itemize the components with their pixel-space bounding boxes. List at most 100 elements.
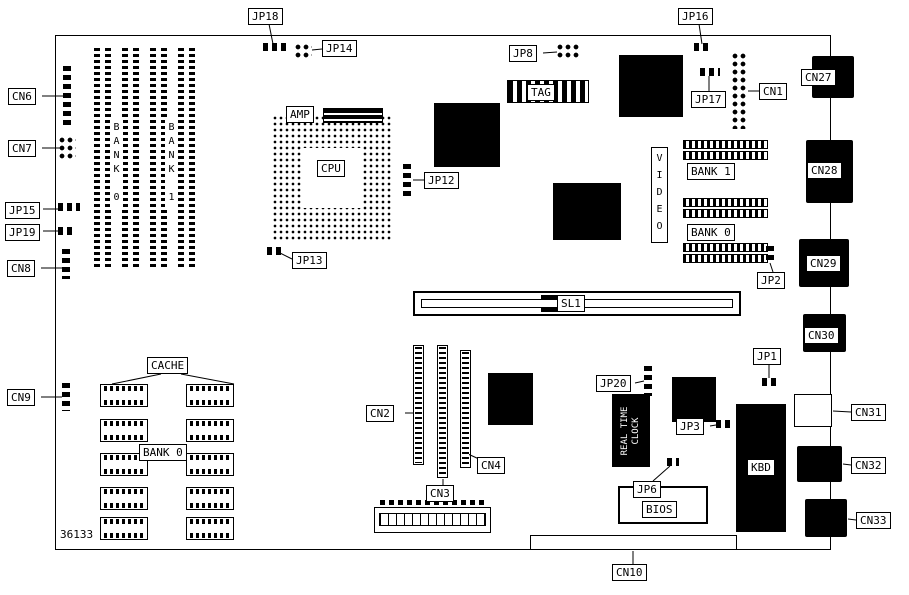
cache-bank0-label: BANK 0 (139, 444, 187, 461)
cpu-marking-bar (323, 108, 383, 123)
callout-cn1: CN1 (759, 83, 787, 100)
jp1-jumper (762, 378, 778, 386)
callout-jp2: JP2 (757, 272, 785, 289)
cpu-socket-center (303, 148, 361, 208)
simm-bank0-label: BANK 0 (110, 120, 123, 208)
callout-cn2: CN2 (366, 405, 394, 422)
cache-chip (100, 487, 148, 510)
callout-cn33: CN33 (856, 512, 891, 529)
callout-jp6: JP6 (633, 481, 661, 498)
callout-cn3: CN3 (426, 485, 454, 502)
asic-chip (434, 103, 500, 167)
cn10-connector (530, 535, 737, 550)
cache-chip (186, 517, 234, 540)
cache-chip (186, 419, 234, 442)
callout-jp13: JP13 (292, 252, 327, 269)
cache-chip (100, 517, 148, 540)
simm-socket (94, 48, 111, 270)
vram-socket (683, 151, 768, 160)
simm-socket (122, 48, 139, 270)
simm-bank1-label: BANK 1 (165, 120, 178, 208)
jp2-jumper (766, 246, 774, 263)
cn7-header (59, 137, 76, 161)
rtc-text: REAL TIME CLOCK (620, 406, 643, 455)
board-part-number: 36133 (60, 528, 94, 541)
callout-cn32: CN32 (851, 457, 886, 474)
video-label: VIDEO (651, 147, 668, 243)
simm-socket (178, 48, 195, 270)
vram-socket (683, 254, 768, 263)
jp17-jumper (700, 68, 720, 76)
callout-jp8: JP8 (509, 45, 537, 62)
callout-cn28: CN28 (807, 162, 842, 179)
cache-chip (100, 384, 148, 407)
callout-jp15: JP15 (5, 202, 40, 219)
rtc-module: REAL TIME CLOCK (612, 394, 650, 467)
callout-cn30: CN30 (804, 327, 839, 344)
simm-socket (150, 48, 167, 270)
callout-jp3: JP3 (676, 418, 704, 435)
cn8-header (62, 249, 70, 279)
jp8-jumper (557, 44, 581, 60)
cn32-port (797, 446, 842, 482)
jp13-jumper (267, 247, 281, 255)
vram-socket (683, 140, 768, 149)
callout-jp18: JP18 (248, 8, 283, 25)
callout-cn29: CN29 (806, 255, 841, 272)
callout-cn10: CN10 (612, 564, 647, 581)
jp18-jumper (263, 43, 287, 51)
vram-socket (683, 243, 768, 252)
asic-chip (619, 55, 683, 117)
cache-chip (100, 419, 148, 442)
callout-cn27: CN27 (801, 69, 836, 86)
callout-cn6: CN6 (8, 88, 36, 105)
callout-jp12: JP12 (424, 172, 459, 189)
asic-chip (488, 373, 533, 425)
callout-jp20: JP20 (596, 375, 631, 392)
callout-jp19: JP19 (5, 224, 40, 241)
plcc-chip (672, 377, 716, 422)
jp15-jumper (58, 203, 80, 211)
callout-sl1: SL1 (557, 295, 585, 312)
vram-socket (683, 198, 768, 207)
callout-cn7: CN7 (8, 140, 36, 157)
tag-label: TAG (527, 84, 555, 101)
jp3-jumper (716, 420, 730, 428)
cn4-header (460, 350, 471, 468)
callout-jp14: JP14 (322, 40, 357, 57)
cn31-port (794, 394, 832, 427)
right-bank0-label: BANK 0 (687, 224, 735, 241)
cn9-header (62, 383, 70, 411)
callout-cn31: CN31 (851, 404, 886, 421)
cache-chip (186, 487, 234, 510)
cache-chip (186, 453, 234, 476)
bios-label: BIOS (642, 501, 677, 518)
cn2-header (413, 345, 424, 465)
callout-cn9: CN9 (7, 389, 35, 406)
vram-socket (683, 209, 768, 218)
jp14-jumper (295, 44, 312, 60)
jp20-jumper (644, 366, 652, 396)
cn33-port (805, 499, 847, 537)
asic-chip (553, 183, 621, 240)
cn6-header (63, 66, 71, 126)
cache-label: CACHE (147, 357, 189, 374)
jp6-jumper (667, 458, 679, 466)
jp19-jumper (58, 227, 72, 235)
callout-jp1: JP1 (753, 348, 781, 365)
cpu-label: CPU (317, 160, 345, 177)
kbd-label: KBD (747, 459, 775, 476)
cn3-header (437, 345, 448, 478)
cache-chip (186, 384, 234, 407)
right-bank1-label: BANK 1 (687, 163, 735, 180)
pin-block-pins (379, 513, 486, 526)
rtc-line2: CLOCK (631, 416, 641, 445)
callout-cn8: CN8 (7, 260, 35, 277)
callout-jp17: JP17 (691, 91, 726, 108)
callout-jp16: JP16 (678, 8, 713, 25)
cn1-header (732, 53, 748, 129)
cache-chip (100, 453, 148, 476)
jp12-jumper (403, 164, 411, 196)
